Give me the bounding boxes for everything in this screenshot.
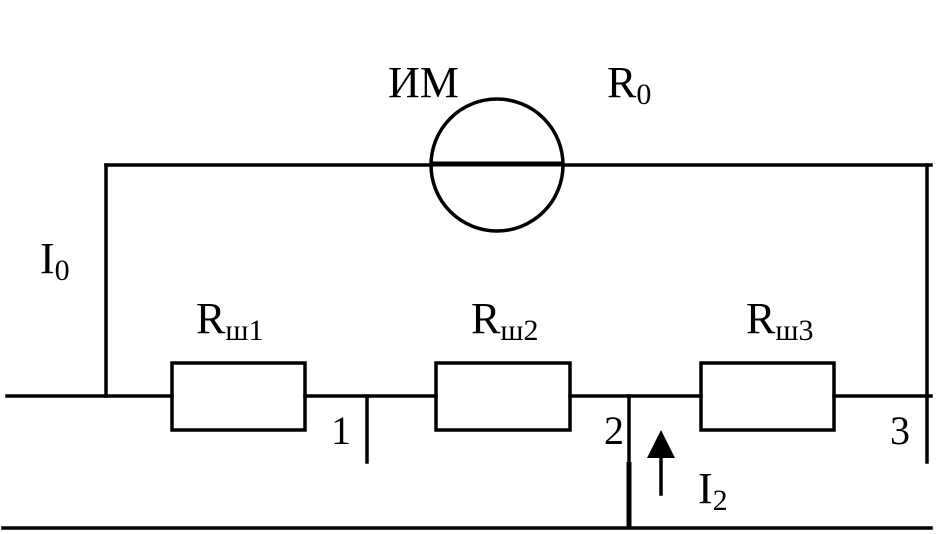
meter-label: ИМ [388, 58, 459, 107]
i2-label-main: I [698, 464, 713, 513]
node-3-label: 3 [890, 408, 910, 453]
i2-label: I2 [698, 464, 728, 517]
rsh3-label-main: R [746, 294, 776, 343]
rsh2-label: Rш2 [471, 294, 538, 347]
i0-label-main: I [40, 234, 55, 283]
node-2-label: 2 [604, 408, 624, 453]
rsh3-label: Rш3 [746, 294, 813, 347]
i2-label-sub: 2 [713, 484, 728, 517]
node-1-label: 1 [331, 408, 351, 453]
i0-label: I0 [40, 234, 70, 287]
shunt-resistor-3 [699, 361, 836, 432]
rsh1-label-sub: ш1 [225, 314, 263, 347]
rsh1-label: Rш1 [196, 294, 263, 347]
rsh1-label-main: R [196, 294, 226, 343]
r0-label: R0 [607, 58, 651, 111]
rsh2-label-sub: ш2 [500, 314, 538, 347]
r0-label-sub: 0 [636, 78, 651, 111]
i0-label-sub: 0 [55, 254, 70, 287]
rsh2-label-main: R [471, 294, 501, 343]
r0-label-main: R [607, 58, 637, 107]
shunt-resistor-2 [434, 361, 572, 432]
rsh3-label-sub: ш3 [775, 314, 813, 347]
current-i2-arrow-head [647, 430, 675, 458]
shunt-resistor-1 [170, 361, 307, 432]
